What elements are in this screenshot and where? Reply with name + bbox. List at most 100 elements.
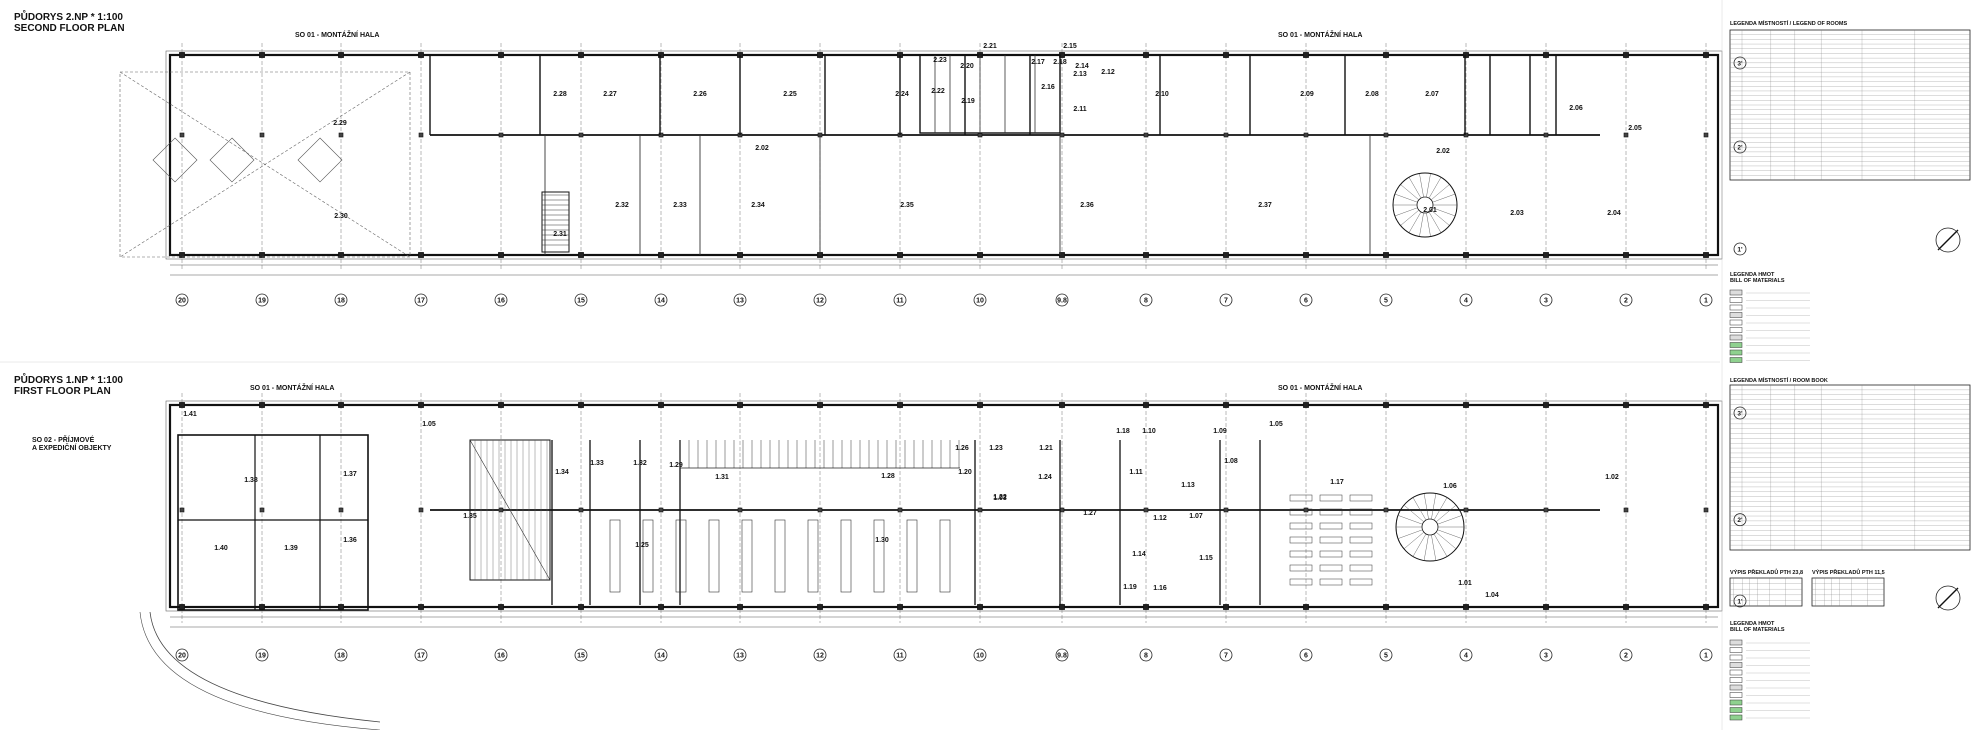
first-floor-column	[817, 402, 823, 408]
first-floor-column	[1703, 604, 1709, 610]
first-floor-axis-bubble	[893, 648, 907, 662]
second-floor-axis-bubble	[1379, 293, 1393, 307]
first-floor-column	[1383, 402, 1389, 408]
second-floor-room-label-2-22: 2.22	[931, 88, 945, 95]
first-floor-room-label-1-11: 1.11	[1129, 469, 1142, 476]
second-floor-room-label-2-07: 2.07	[1425, 91, 1439, 98]
first-floor-column	[498, 402, 504, 408]
second-floor-room-label-2-35: 2.35	[900, 202, 914, 209]
first-floor-column	[578, 507, 584, 513]
first-floor-column	[737, 507, 743, 513]
first-floor-column	[897, 507, 903, 513]
first-floor-room-label-1-29: 1.29	[669, 462, 683, 469]
second-floor-room-label-2-12: 2.12	[1101, 69, 1115, 76]
second-floor-room-label-2-31: 2.31	[553, 231, 567, 238]
first-floor-column	[817, 507, 823, 513]
first-floor-column	[259, 402, 265, 408]
second-floor-axis-label-19: 19	[258, 298, 266, 305]
first-floor-locker-row	[807, 519, 819, 593]
first-floor-axis-bubble	[654, 648, 668, 662]
second-floor-column	[1703, 52, 1709, 58]
second-floor-axis-bubble	[1219, 293, 1233, 307]
first-floor-axis-bubble	[1379, 648, 1393, 662]
bom-legend-lower-swatch	[1729, 677, 1743, 683]
second-floor-axis-label-1: 1	[1704, 298, 1708, 305]
bom-legend-upper-swatch	[1729, 334, 1743, 341]
first-floor-axis-bubble	[1459, 648, 1473, 662]
first-floor-room-label-1-32: 1.32	[633, 460, 647, 467]
first-floor-axis-label-19: 19	[258, 653, 266, 660]
first-floor-spiral-tread	[1403, 504, 1425, 523]
first-floor-room-label-1-05: 1.05	[1269, 421, 1283, 428]
so02-label-line2: A EXPEDIČNÍ OBJEKTY	[32, 445, 112, 452]
first-floor-canteen-table	[1289, 578, 1313, 586]
second-floor-axis-bubble	[813, 293, 827, 307]
first-floor-column	[338, 402, 344, 408]
bom-legend-upper-swatch	[1729, 357, 1743, 363]
bom-legend-lower-title: LEGENDA HMOT BILL OF MATERIALS	[1730, 621, 1785, 635]
first-floor-spiral-tread	[1431, 493, 1437, 520]
first-floor-room-label-1-15: 1.15	[1199, 555, 1213, 562]
first-floor-column	[658, 604, 664, 610]
north-arrow-upper	[1935, 227, 1961, 253]
second-floor-room-label-2-11: 2.11	[1073, 106, 1086, 113]
second-floor-column	[817, 52, 823, 58]
first-floor-axis-label-9.8: 9.8	[1057, 653, 1067, 660]
second-floor-skylight	[152, 137, 198, 183]
second-floor-axis-bubble	[733, 293, 747, 307]
first-floor-room-label-1-34: 1.34	[555, 469, 569, 476]
first-floor-column	[418, 507, 424, 513]
second-floor-column	[1383, 52, 1389, 58]
first-floor-locker-row	[642, 519, 654, 593]
second-floor-column	[1143, 252, 1149, 258]
first-floor-room-label-1-37: 1.37	[343, 471, 357, 478]
second-floor-spiral-tread	[1408, 177, 1422, 199]
second-floor-column	[1623, 52, 1629, 58]
first-floor-room-label-1-38: 1.38	[244, 477, 258, 484]
first-floor-column	[1623, 604, 1629, 610]
first-floor-locker-row	[873, 519, 885, 593]
first-floor-spiral-tread	[1435, 531, 1457, 550]
second-floor-room-label-2-33: 2.33	[673, 202, 687, 209]
first-floor-axis-bubble	[414, 648, 428, 662]
second-floor-axis-bubble	[1055, 293, 1069, 307]
second-floor-title-en: SECOND FLOOR PLAN	[14, 23, 125, 34]
first-floor-spiral-tread	[1433, 533, 1448, 557]
first-floor-column	[737, 604, 743, 610]
first-floor-room-label-1-13: 1.13	[1181, 482, 1195, 489]
second-floor-room-label-2-37: 2.37	[1258, 202, 1272, 209]
first-floor-column	[498, 604, 504, 610]
first-floor-locker-row	[840, 519, 852, 593]
first-floor-column	[179, 604, 185, 610]
second-floor-column	[658, 52, 664, 58]
first-floor-column	[338, 604, 344, 610]
bom-legend-upper-heading-1: LEGENDA HMOT	[1730, 272, 1775, 278]
second-floor-room-label-2-08: 2.08	[1365, 91, 1379, 98]
first-floor-locker-row	[939, 519, 951, 593]
first-floor-axis-bubble	[255, 648, 269, 662]
second-floor-spiral-tread	[1419, 212, 1424, 237]
first-floor-column	[737, 402, 743, 408]
first-floor-axis-bubble	[813, 648, 827, 662]
first-floor-axis-label-12: 12	[816, 653, 824, 660]
first-floor-column	[1543, 604, 1549, 610]
second-floor-axis-bubble	[893, 293, 907, 307]
second-floor-column	[658, 132, 664, 138]
second-floor-outer-wall	[168, 53, 1720, 257]
first-floor-canteen-table	[1289, 564, 1313, 572]
first-floor-column	[338, 507, 344, 513]
second-floor-column	[1623, 252, 1629, 258]
first-floor-column	[1059, 604, 1065, 610]
second-floor-spiral-tread	[1428, 177, 1442, 199]
first-floor-column	[1223, 604, 1229, 610]
second-floor-axis-bubble	[973, 293, 987, 307]
first-floor-axis-bubble	[1139, 648, 1153, 662]
second-floor-spiral-tread	[1419, 173, 1424, 198]
bom-legend-lower-swatch	[1729, 662, 1743, 668]
hall-label-lower-left: SO 01 - MONTÁŽNÍ HALA	[250, 385, 335, 392]
first-floor-room-label-1-40: 1.40	[214, 545, 228, 552]
first-floor-column	[977, 507, 983, 513]
first-floor-canteen-table	[1319, 522, 1343, 530]
first-floor-spiral-tread	[1412, 533, 1427, 557]
